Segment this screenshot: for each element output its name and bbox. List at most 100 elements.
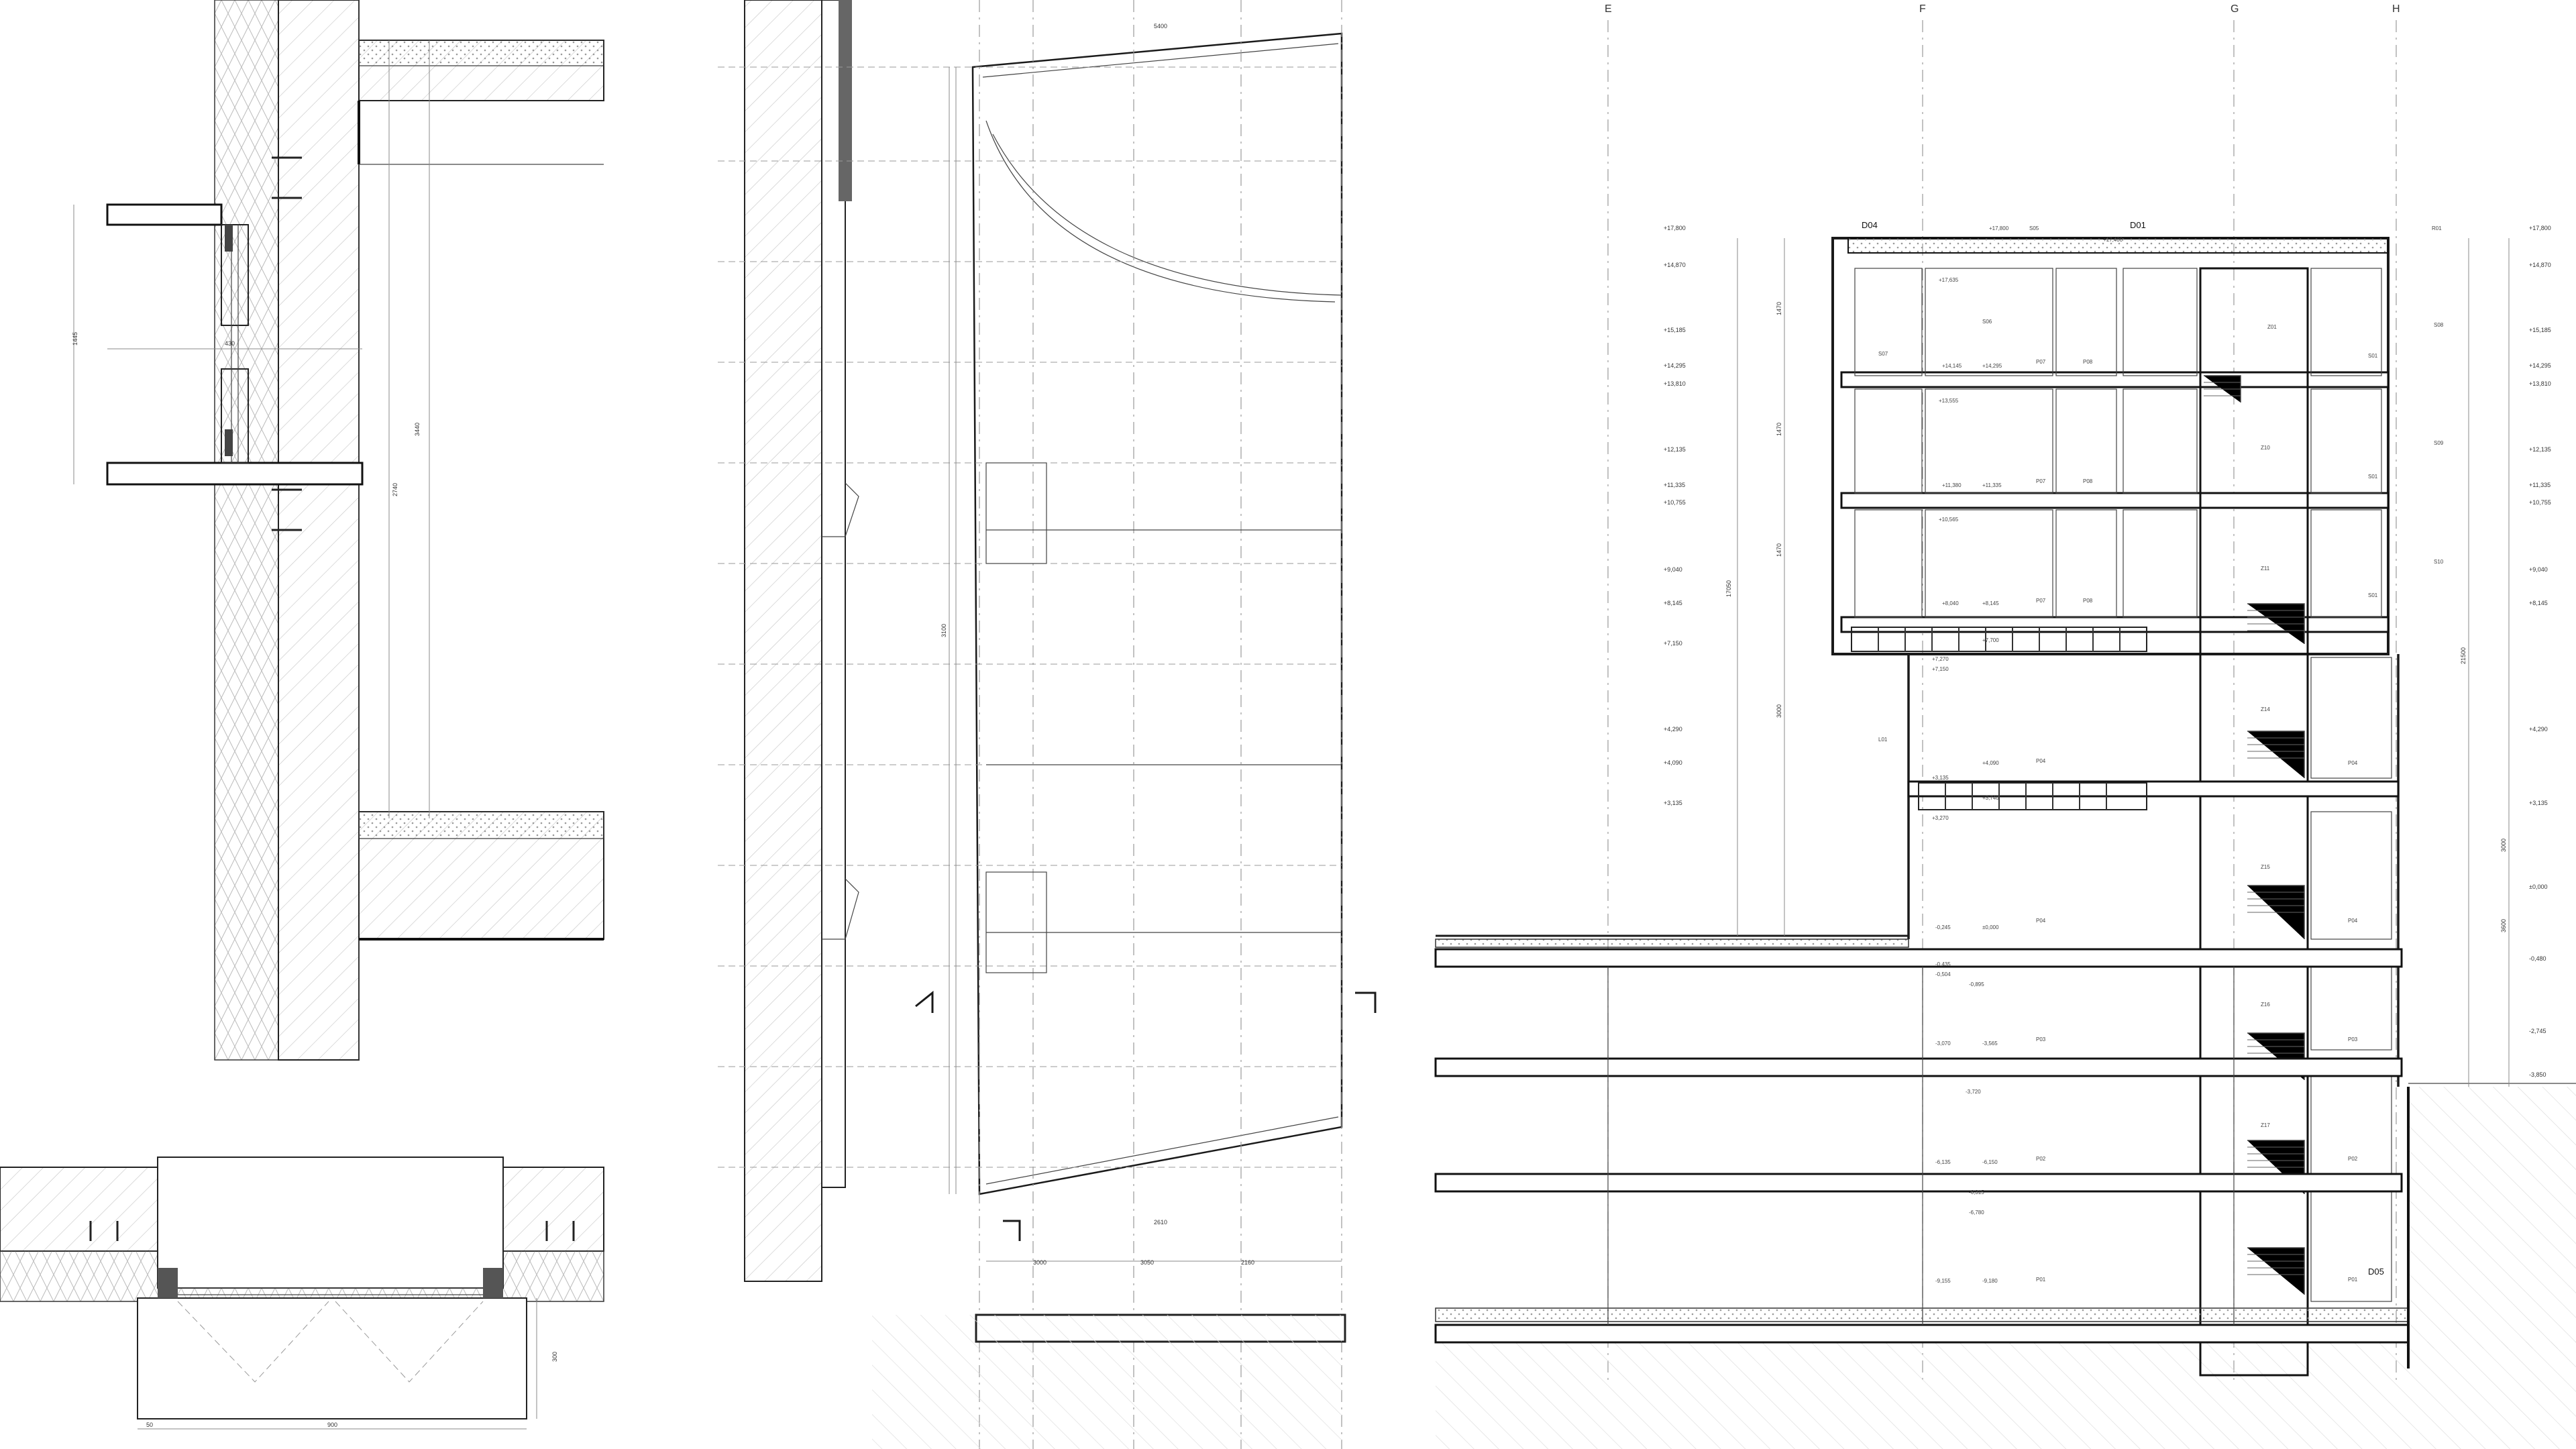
dim-grid-a: 3000	[1033, 1259, 1046, 1266]
svg-text:P04: P04	[2348, 918, 2358, 924]
svg-text:±0,000: ±0,000	[2529, 883, 2547, 890]
svg-text:-3,565: -3,565	[1982, 1040, 1998, 1046]
svg-text:-2,745: -2,745	[2529, 1028, 2546, 1034]
dim-grid-c: 2160	[1241, 1259, 1254, 1266]
svg-text:-0,895: -0,895	[1969, 981, 1984, 987]
svg-text:-9,180: -9,180	[1982, 1278, 1998, 1284]
wall-insulation	[214, 0, 279, 1061]
structural-grid-plan: 2610 3000 3050 2160 5400 3100	[718, 0, 1377, 1449]
svg-text:+14,145: +14,145	[1942, 363, 1962, 369]
svg-text:-3,720: -3,720	[1966, 1089, 1981, 1095]
svg-text:+10,565: +10,565	[1939, 517, 1959, 523]
svg-text:+8,145: +8,145	[1664, 600, 1682, 606]
svg-text:P08: P08	[2083, 598, 2093, 604]
grid-axis-f: F	[1919, 3, 1926, 15]
svg-text:-0,245: -0,245	[1935, 924, 1951, 930]
svg-text:3000: 3000	[1776, 704, 1782, 718]
svg-text:+13,555: +13,555	[1939, 398, 1959, 404]
dim-grid-top: 5400	[1154, 23, 1167, 30]
dim-grid-total: 2610	[1154, 1219, 1167, 1226]
svg-text:+8,145: +8,145	[1982, 600, 1999, 606]
svg-text:+14,870: +14,870	[2529, 262, 2551, 268]
detail-tag-d01: D01	[2130, 220, 2146, 230]
dim-17050: 17050	[1725, 580, 1732, 597]
window-detail-section: 1445 430 3440 2740	[72, 0, 604, 1061]
svg-text:1470: 1470	[1776, 423, 1782, 436]
svg-text:-6,780: -6,780	[1969, 1210, 1984, 1216]
svg-text:+8,040: +8,040	[1942, 600, 1959, 606]
svg-text:S05: S05	[2029, 225, 2039, 231]
svg-text:+12,135: +12,135	[1664, 446, 1686, 453]
dim-3440: 3440	[414, 423, 421, 436]
svg-text:-3,070: -3,070	[1935, 1040, 1951, 1046]
svg-text:P03: P03	[2348, 1036, 2358, 1042]
dim-grid-b: 3050	[1140, 1259, 1154, 1266]
detail-tag-d04: D04	[1862, 220, 1878, 230]
svg-text:+9,040: +9,040	[2529, 566, 2548, 573]
svg-text:+11,335: +11,335	[1664, 482, 1685, 488]
svg-text:Z11: Z11	[2261, 566, 2270, 572]
svg-text:Z17: Z17	[2261, 1122, 2270, 1128]
svg-text:+13,810: +13,810	[2529, 380, 2551, 387]
svg-text:Z15: Z15	[2261, 864, 2270, 870]
svg-text:+17,635: +17,635	[1939, 277, 1959, 283]
svg-text:P04: P04	[2036, 758, 2046, 764]
svg-text:-6,150: -6,150	[1982, 1159, 1998, 1165]
level-labels-left: +17,800 +14,870 +15,185 +14,295 +13,810 …	[1664, 225, 1686, 806]
svg-text:+15,185: +15,185	[1664, 327, 1686, 333]
svg-text:S01: S01	[2368, 592, 2378, 598]
svg-text:S01: S01	[2368, 474, 2378, 480]
dim-grid-left: 3100	[941, 624, 947, 637]
svg-text:+4,290: +4,290	[2529, 726, 2548, 733]
svg-text:+14,295: +14,295	[1982, 363, 2002, 369]
svg-text:P08: P08	[2083, 478, 2093, 484]
svg-text:3600: 3600	[2500, 919, 2507, 932]
svg-text:±0,000: ±0,000	[1982, 924, 1999, 930]
svg-text:-0,504: -0,504	[1935, 971, 1951, 977]
dim-300: 300	[551, 1352, 558, 1362]
level-labels-right: +17,800 +14,870 +15,185 +14,295 +13,810 …	[2529, 225, 2551, 1078]
svg-text:+17,400: +17,400	[2103, 237, 2123, 243]
grid-axis-g: G	[2231, 3, 2239, 15]
svg-text:+3,135: +3,135	[1664, 800, 1682, 806]
svg-text:-0,480: -0,480	[2529, 955, 2546, 962]
svg-text:-6,315: -6,315	[1969, 1189, 1984, 1195]
svg-text:+14,870: +14,870	[1664, 262, 1686, 268]
svg-text:+17,800: +17,800	[1664, 225, 1686, 231]
svg-text:+7,150: +7,150	[1932, 666, 1949, 672]
svg-text:Z01: Z01	[2267, 324, 2277, 330]
svg-text:P04: P04	[2036, 918, 2046, 924]
svg-text:+14,295: +14,295	[1664, 362, 1686, 369]
building-section: E F G H	[1434, 3, 2576, 1449]
level-labels-inner: +17,800 +17,400 +17,635 +14,145 +14,295 …	[1932, 225, 2123, 1284]
svg-text:+14,295: +14,295	[2529, 362, 2551, 369]
svg-text:1470: 1470	[1776, 302, 1782, 315]
svg-text:S10: S10	[2434, 559, 2444, 565]
room-code-labels: S06 S07 P07 P08 P07 P08 P07 P08 P04 P04 …	[1878, 225, 2444, 1283]
svg-text:+11,335: +11,335	[2529, 482, 2551, 488]
svg-text:+4,090: +4,090	[1664, 759, 1682, 766]
svg-text:+11,380: +11,380	[1942, 482, 1962, 488]
svg-text:P07: P07	[2036, 359, 2046, 365]
svg-text:P02: P02	[2348, 1156, 2358, 1162]
svg-text:+12,135: +12,135	[2529, 446, 2551, 453]
svg-text:Z10: Z10	[2261, 445, 2270, 451]
dim-50: 50	[146, 1421, 153, 1428]
dim-1445: 1445	[72, 332, 78, 345]
svg-text:+4,290: +4,290	[1664, 726, 1682, 733]
dim-21500: 21500	[2460, 647, 2467, 664]
svg-text:P01: P01	[2348, 1277, 2358, 1283]
detail-tag-d05: D05	[2368, 1267, 2384, 1277]
svg-text:L01: L01	[1878, 737, 1888, 743]
svg-text:+4,090: +4,090	[1982, 760, 1999, 766]
svg-text:P08: P08	[2083, 359, 2093, 365]
svg-text:P04: P04	[2348, 760, 2358, 766]
svg-text:+7,150: +7,150	[1664, 640, 1682, 647]
svg-text:+10,755: +10,755	[1664, 499, 1686, 506]
svg-text:+3,740: +3,740	[1982, 795, 1999, 801]
dim-430: 430	[225, 340, 235, 347]
svg-text:P07: P07	[2036, 478, 2046, 484]
svg-text:P02: P02	[2036, 1156, 2046, 1162]
svg-text:Z16: Z16	[2261, 1002, 2270, 1008]
grid-axis-h: H	[2392, 3, 2400, 15]
